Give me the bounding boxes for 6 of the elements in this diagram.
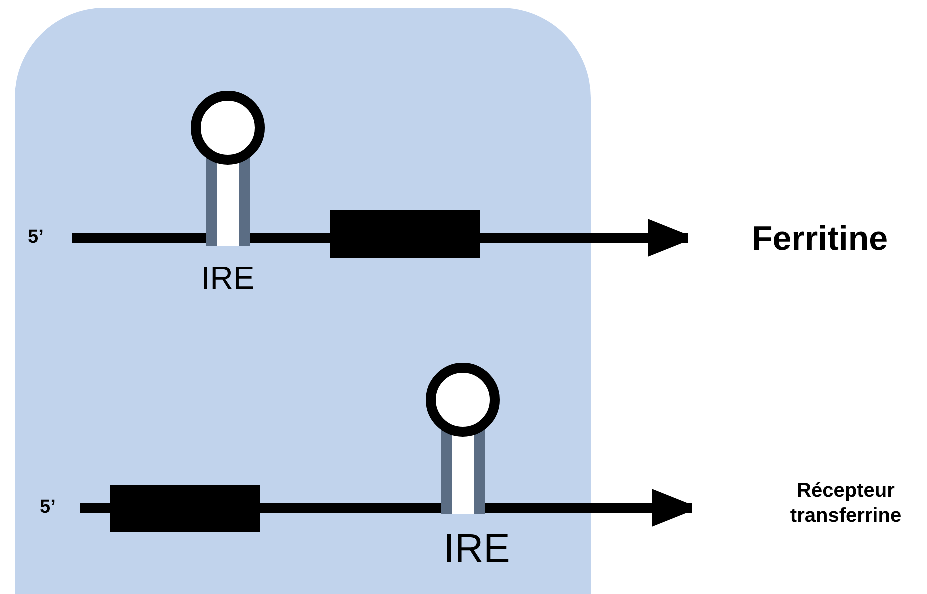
ire-label: IRE (201, 262, 255, 294)
protein-name: Récepteur transferrine (789, 479, 903, 529)
five-prime-label: 5’ (40, 496, 56, 520)
five-prime-label: 5’ (28, 226, 44, 250)
ire-label: IRE (444, 529, 510, 569)
protein-name: Ferritine (752, 218, 888, 260)
